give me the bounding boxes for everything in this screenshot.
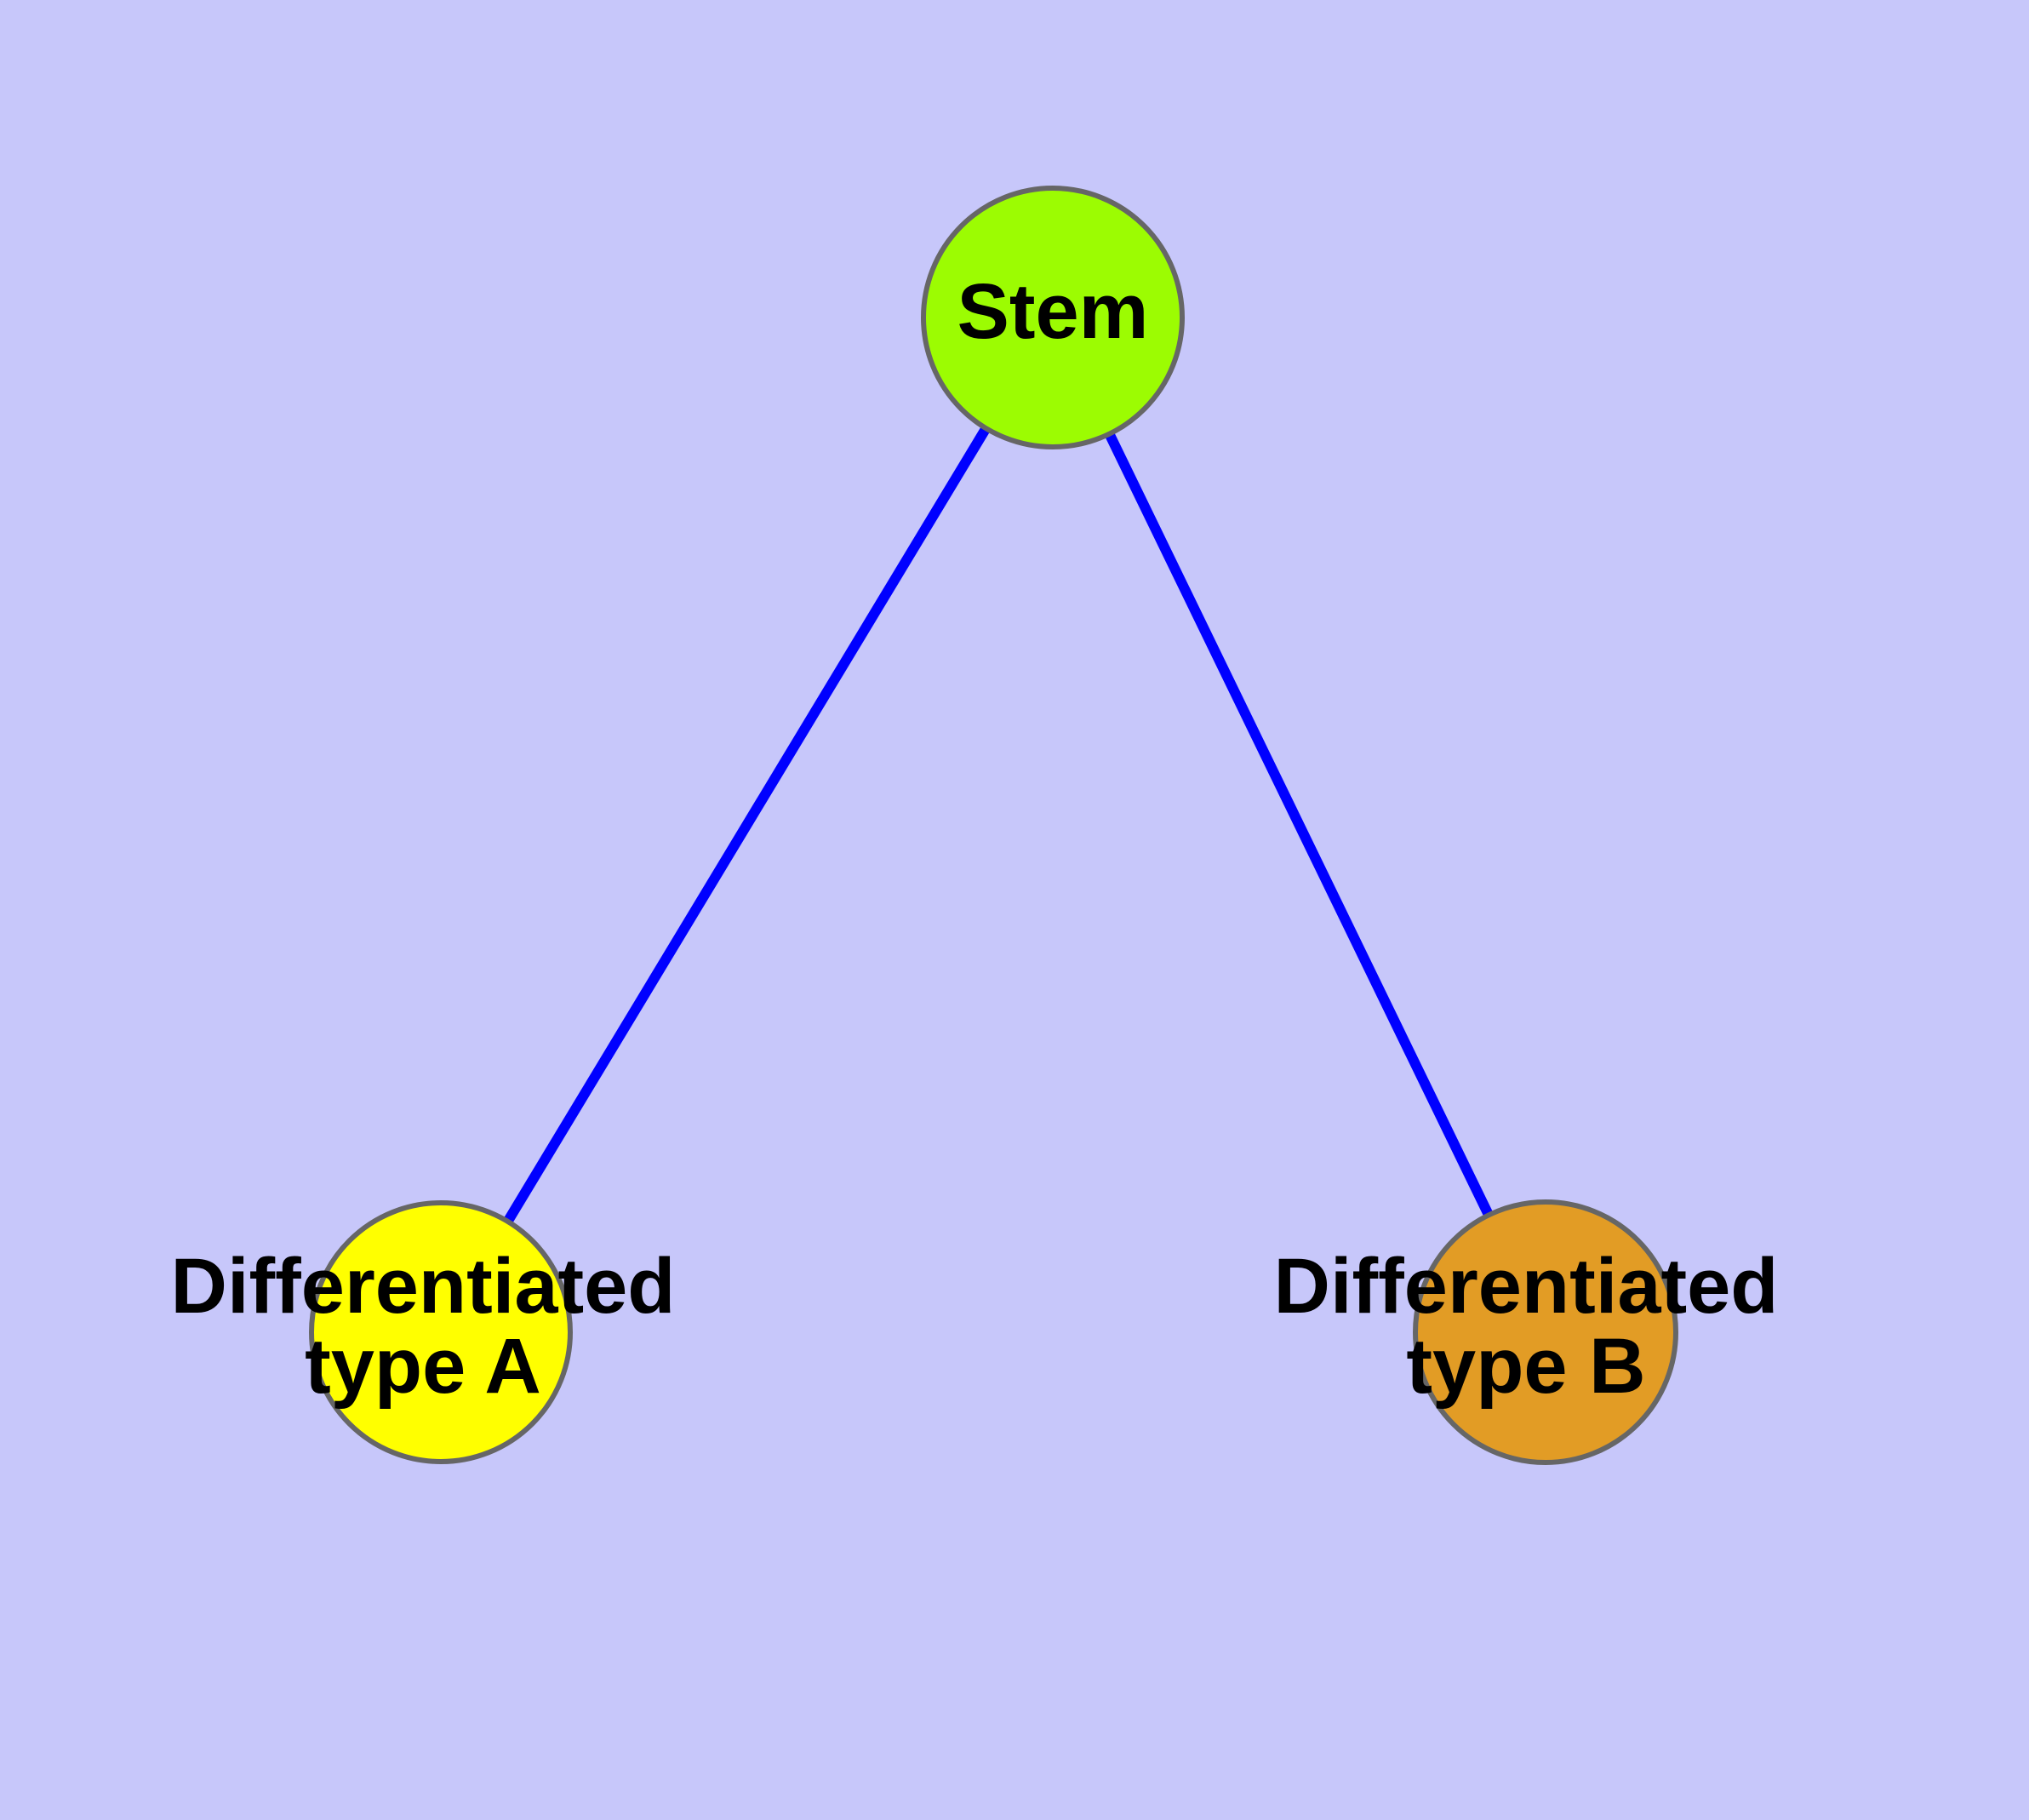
node-circle-diff_a[interactable] [309, 1200, 573, 1464]
node-label-line: Stem [957, 268, 1149, 355]
graph-node-stem[interactable]: Stem [921, 186, 1185, 449]
graph-edge-stem-to-b [1104, 430, 1495, 1219]
graph-edge-stem-to-a [502, 424, 992, 1226]
node-label-line: type B [1406, 1323, 1645, 1410]
node-label-line: Differentiated [171, 1243, 676, 1330]
node-label-line: type A [305, 1323, 541, 1410]
node-circle-stem[interactable] [921, 186, 1185, 449]
node-label-line: Differentiated [1274, 1243, 1779, 1330]
edge-layer [502, 424, 1495, 1226]
node-label-stem: Stem [957, 268, 1149, 355]
node-circle-diff_b[interactable] [1413, 1199, 1678, 1465]
